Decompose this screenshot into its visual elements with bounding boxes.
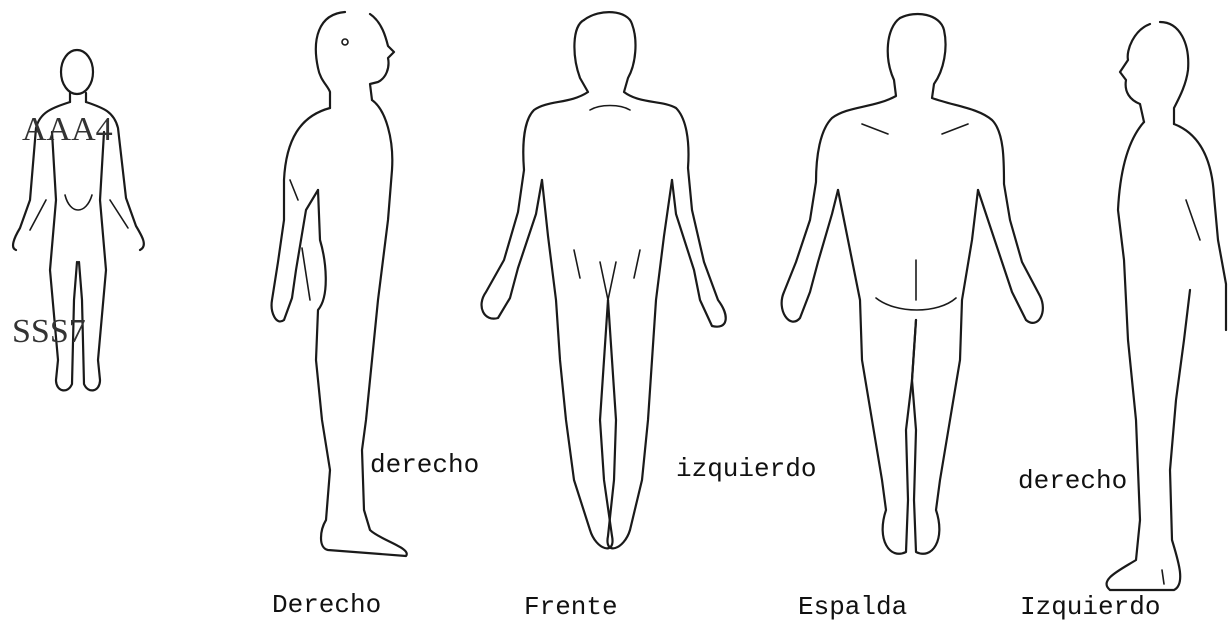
caption-derecho: Derecho (272, 590, 381, 620)
left-side-body-figure (1107, 22, 1226, 590)
annotation-sss7: SSS7 (12, 313, 86, 350)
back-body-figure (782, 14, 1043, 554)
caption-frente: Frente (524, 592, 618, 622)
annotation-izquierdo-front: izquierdo (676, 454, 816, 484)
annotation-derecho-right-side: derecho (370, 450, 479, 480)
annotation-derecho-left-side: derecho (1018, 466, 1127, 496)
caption-izquierdo: Izquierdo (1020, 592, 1160, 622)
annotation-aaa4: AAA4 (22, 111, 113, 148)
caption-espalda: Espalda (798, 592, 907, 622)
